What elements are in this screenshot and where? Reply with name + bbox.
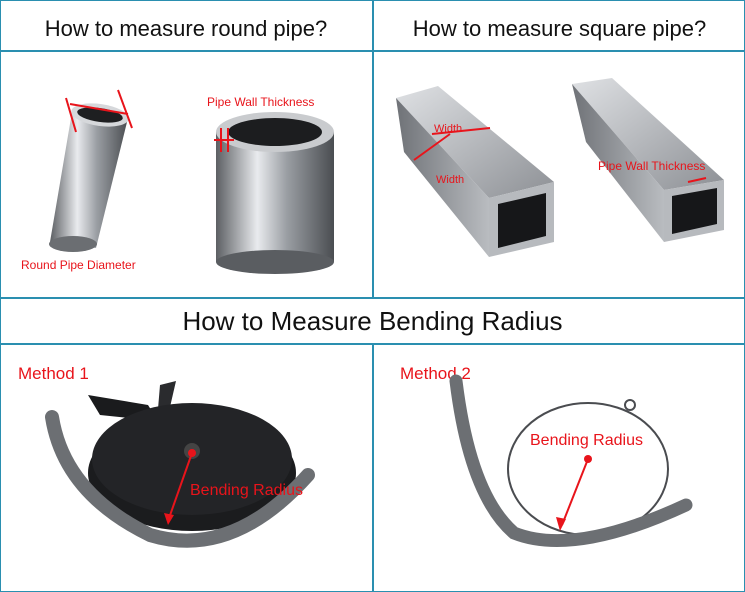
tall-round-pipe [49, 103, 129, 252]
ring-clasp [624, 399, 636, 411]
square-wall-label: Pipe Wall Thickness [598, 159, 705, 173]
radius-arrow-2 [561, 458, 589, 526]
diameter-marker [65, 89, 133, 133]
bent-pipe-2 [449, 374, 693, 548]
square-pipe-illustration: Width Width Pipe Wall Thickness [396, 78, 724, 257]
measuring-ring [507, 402, 669, 536]
wall-thickness-marker [214, 128, 234, 152]
bender-die [88, 381, 296, 531]
square-pipe-title: How to measure square pipe? [412, 16, 707, 41]
method2-illustration: Method 2 Bending Radius [400, 364, 693, 548]
round-wall-label: Pipe Wall Thickness [207, 95, 314, 109]
square-wall-marker [687, 177, 707, 183]
divider-bottom-vertical [372, 343, 374, 592]
radius-arrow-1 [167, 452, 193, 522]
arrow-head-1 [164, 513, 174, 525]
divider-top-vertical [372, 0, 374, 297]
round-pipe-illustration: Round Pipe Diameter Pipe Wall Thickness [21, 89, 334, 274]
bending-radius-title: How to Measure Bending Radius [182, 306, 563, 336]
center-point-1 [188, 449, 196, 457]
width-markers [413, 127, 491, 161]
arrow-head-2 [556, 517, 566, 531]
round-diameter-label: Round Pipe Diameter [21, 258, 136, 272]
square-width-label-1: Width [434, 123, 462, 135]
bent-pipe-1 [45, 410, 315, 548]
short-square-pipe [572, 78, 724, 242]
round-pipe-title: How to measure round pipe? [44, 16, 328, 41]
method1-radius-label: Bending Radius [190, 482, 303, 499]
divider-middle [0, 297, 745, 299]
square-width-label-2: Width [436, 174, 464, 186]
method1-illustration: Method 1 Bending Radius [18, 364, 315, 548]
method1-label: Method 1 [18, 364, 89, 383]
method2-radius-label: Bending Radius [530, 432, 643, 449]
long-square-pipe [396, 86, 554, 257]
short-round-pipe [216, 112, 334, 274]
center-point-2 [584, 455, 592, 463]
